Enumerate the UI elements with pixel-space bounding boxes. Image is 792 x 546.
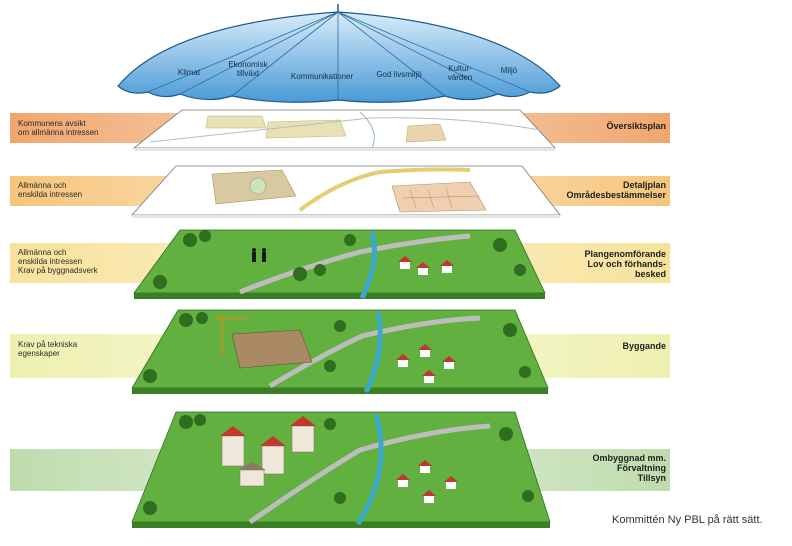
trees-layer4 bbox=[143, 312, 531, 383]
layer-oversiktsplan-map bbox=[132, 109, 556, 151]
umbrella-label-god-livsmiljo: God livsmiljö bbox=[376, 70, 422, 79]
trees-layer5 bbox=[143, 414, 534, 515]
umbrella-canopy bbox=[117, 11, 561, 103]
houses-layer4 bbox=[396, 344, 456, 383]
crane-icon bbox=[214, 316, 250, 356]
umbrella-ribs bbox=[147, 11, 531, 100]
right-title-ombyggnad: Ombyggnad mm. Förvaltning Tillsyn bbox=[592, 453, 666, 483]
right-title-detaljplan: Detaljplan Områdesbestämmelser bbox=[566, 180, 666, 200]
left-label-oversiktsplan: Kommunens avsikt om allmänna intressen bbox=[18, 119, 99, 137]
right-title-plangenomforande: Plangenomförande Lov och förhands- beske… bbox=[584, 249, 666, 279]
left-label-detaljplan: Allmänna och enskilda intressen bbox=[18, 181, 83, 199]
umbrella-label-klimat: Klimat bbox=[177, 68, 201, 77]
umbrella-label-kommunikationer: Kommunikationer bbox=[290, 72, 354, 81]
left-label-byggande: Krav på tekniska egenskaper bbox=[18, 340, 78, 358]
apartment-blocks bbox=[220, 416, 316, 487]
layer-ombyggnad-landscape bbox=[131, 411, 551, 528]
credit-text: Kommittén Ny PBL på rätt sätt. bbox=[612, 514, 763, 526]
umbrella-label-miljo: Miljö bbox=[500, 66, 518, 75]
umbrella-label-kulturvarden: Kultur- värden bbox=[447, 64, 473, 82]
trees-layer3 bbox=[153, 230, 526, 289]
right-title-oversiktsplan: Översiktsplan bbox=[606, 121, 666, 131]
houses-layer5 bbox=[396, 460, 458, 503]
layer-plangenomforande-landscape bbox=[133, 229, 546, 300]
umbrella bbox=[117, 4, 561, 103]
umbrella-label-ekonomisk-tillvaxt: Ekonomisk tillväxt bbox=[228, 60, 268, 78]
layer-detaljplan-map bbox=[131, 165, 561, 218]
right-title-byggande: Byggande bbox=[622, 341, 666, 351]
layer-byggande-landscape bbox=[131, 309, 549, 394]
people-icon bbox=[252, 248, 266, 262]
left-label-plangenomforande: Allmänna och enskilda intressen Krav på … bbox=[18, 248, 98, 275]
houses-layer3 bbox=[398, 256, 454, 275]
